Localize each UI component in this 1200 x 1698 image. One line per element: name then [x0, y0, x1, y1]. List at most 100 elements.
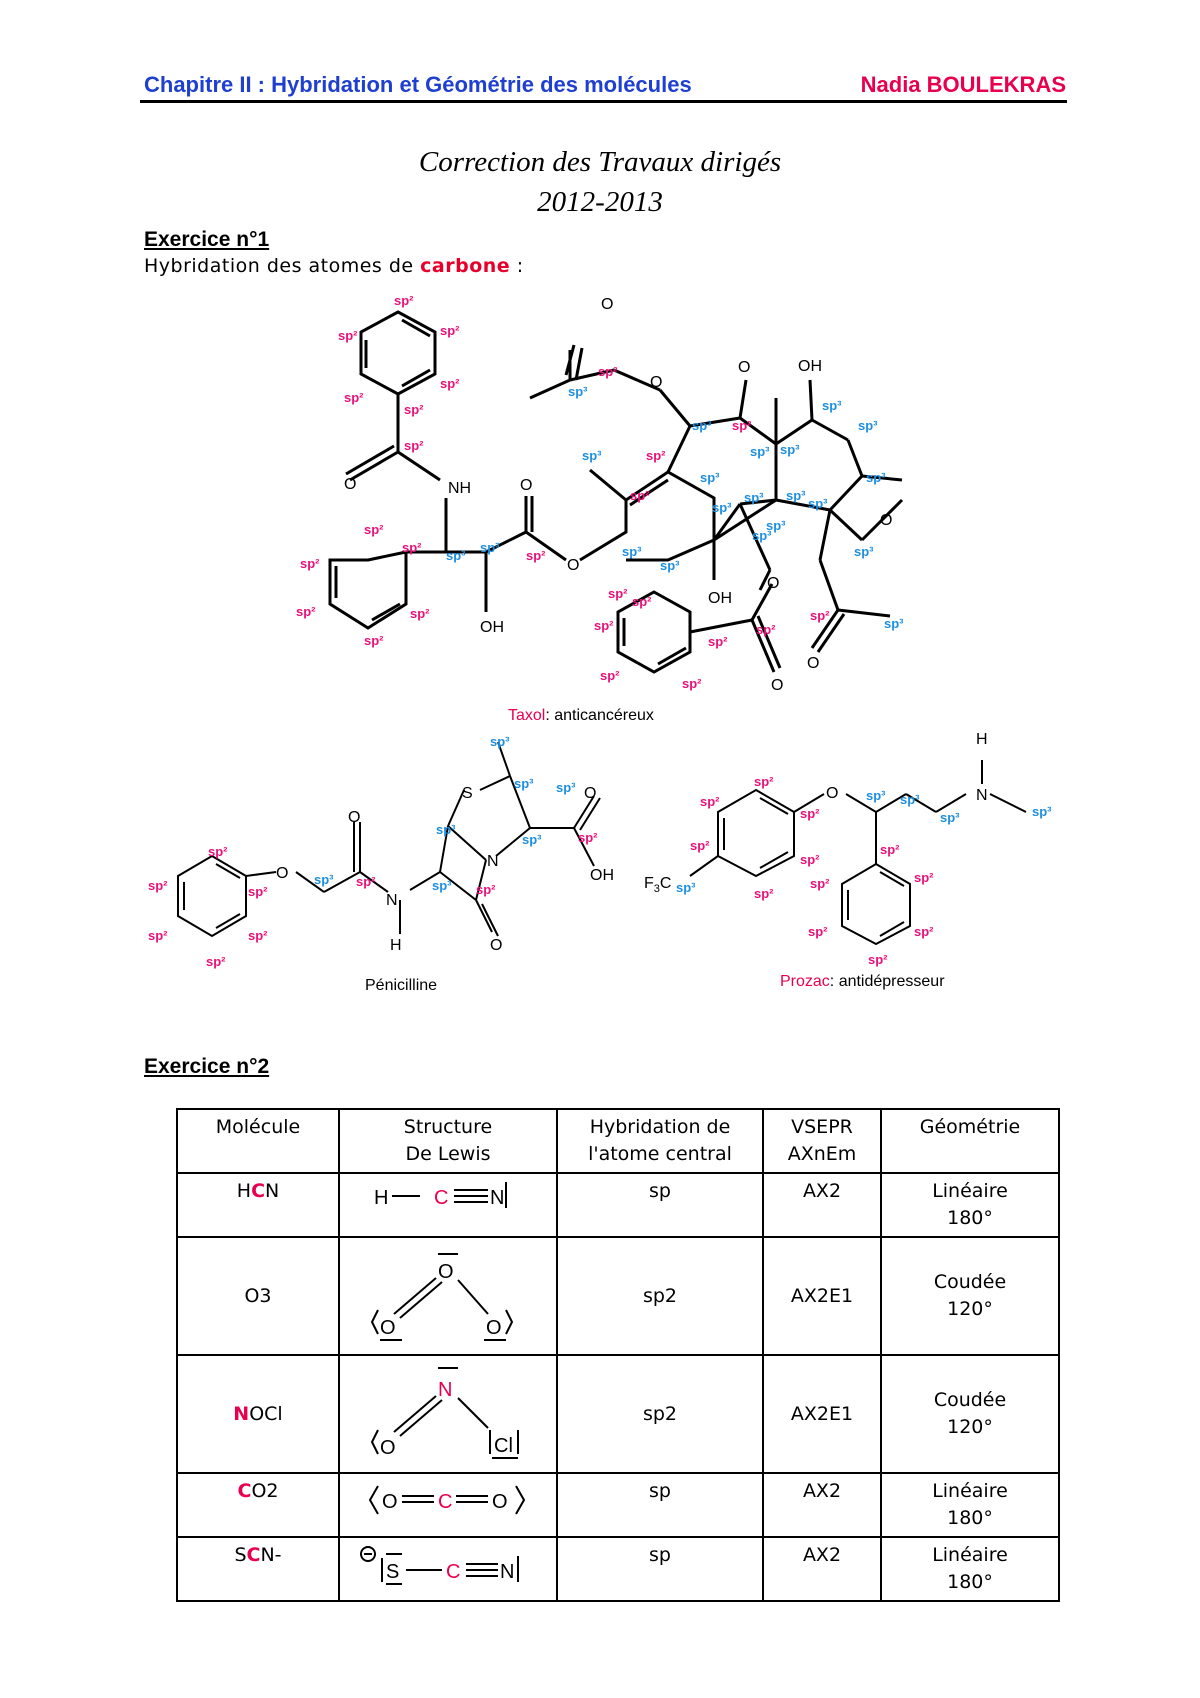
svg-text:sp²: sp²: [526, 548, 546, 563]
svg-text:sp²: sp²: [630, 488, 650, 503]
svg-text:sp³: sp³: [752, 528, 772, 543]
svg-text:sp²: sp²: [338, 328, 358, 343]
svg-text:sp²: sp²: [148, 928, 168, 943]
svg-text:O: O: [380, 1317, 396, 1339]
svg-text:sp²: sp²: [914, 870, 934, 885]
vsepr-cell: AX2E1: [762, 1236, 882, 1356]
svg-text:sp³: sp³: [314, 872, 334, 887]
svg-text:O: O: [601, 296, 613, 313]
svg-text:C: C: [438, 1491, 452, 1513]
molecule-cell: SCN-: [176, 1536, 340, 1602]
taxol-caption: Taxol: anticancéreux: [508, 707, 654, 724]
svg-text:sp²: sp²: [600, 668, 620, 683]
svg-text:O: O: [767, 575, 779, 592]
prozac-atoms: O H N F3C: [644, 731, 988, 895]
header-geometrie: Géométrie: [880, 1108, 1060, 1174]
svg-text:S: S: [386, 1561, 399, 1583]
svg-text:sp³: sp³: [884, 616, 904, 631]
svg-text:sp³: sp³: [446, 548, 466, 563]
svg-text:O: O: [738, 359, 750, 376]
svg-text:OH: OH: [708, 590, 732, 607]
svg-text:sp²: sp²: [248, 884, 268, 899]
svg-text:N: N: [438, 1379, 452, 1401]
svg-text:sp²: sp²: [594, 618, 614, 633]
svg-text:O: O: [344, 476, 356, 493]
penicillin-structure: [177, 741, 601, 938]
svg-text:sp³: sp³: [750, 444, 770, 459]
vsepr-cell: AX2: [762, 1536, 882, 1602]
author-name: Nadia BOULEKRAS: [860, 72, 1066, 97]
svg-text:sp²: sp²: [810, 876, 830, 891]
header-rule: [140, 100, 1067, 103]
svg-text:O: O: [584, 785, 596, 802]
svg-text:sp²: sp²: [208, 844, 228, 859]
molecule-cell: HCN: [176, 1172, 340, 1238]
svg-text:sp²: sp²: [608, 586, 628, 601]
svg-text:sp³: sp³: [1032, 804, 1052, 819]
svg-text:sp³: sp³: [808, 496, 828, 511]
molecule-cell: O3: [176, 1236, 340, 1356]
svg-text:sp³: sp³: [432, 878, 452, 893]
taxol-structure: [328, 310, 904, 674]
exercise2-title: Exercice n°2: [144, 1055, 270, 1078]
svg-text:sp²: sp²: [880, 842, 900, 857]
svg-text:sp²: sp²: [248, 928, 268, 943]
svg-text:sp²: sp²: [868, 952, 888, 967]
svg-text:sp²: sp²: [690, 838, 710, 853]
svg-text:sp³: sp³: [858, 418, 878, 433]
svg-text:sp³: sp³: [900, 792, 920, 807]
prozac-caption: Prozac: antidépresseur: [780, 973, 945, 990]
molecules-figure: O O O OH O O NH O OH O OH O O O sp² sp² …: [148, 293, 1052, 994]
svg-text:sp³: sp³: [692, 418, 712, 433]
svg-text:sp²: sp²: [394, 293, 414, 308]
svg-text:OH: OH: [480, 619, 504, 636]
svg-text:N: N: [976, 787, 988, 804]
doc-year: 2012-2013: [537, 186, 663, 218]
doc-title: Correction des Travaux dirigés: [418, 146, 782, 178]
svg-text:sp³: sp³: [700, 470, 720, 485]
svg-text:sp³: sp³: [480, 540, 500, 555]
svg-text:sp³: sp³: [866, 470, 886, 485]
svg-text:O: O: [807, 655, 819, 672]
hyb-cell: sp2: [556, 1236, 764, 1356]
svg-text:Cl: Cl: [494, 1435, 513, 1457]
svg-text:sp³: sp³: [582, 448, 602, 463]
svg-text:sp²: sp²: [682, 676, 702, 691]
header-molecule: Molécule: [176, 1108, 340, 1174]
svg-text:sp²: sp²: [476, 882, 496, 897]
hyb-cell: sp: [556, 1536, 764, 1602]
svg-text:sp²: sp²: [800, 852, 820, 867]
svg-text:sp²: sp²: [800, 806, 820, 821]
svg-text:O: O: [382, 1491, 398, 1513]
svg-text:O: O: [492, 1491, 508, 1513]
svg-text:O: O: [650, 374, 662, 391]
svg-text:N: N: [500, 1561, 514, 1583]
svg-text:sp³: sp³: [712, 500, 732, 515]
svg-text:O: O: [880, 512, 892, 529]
svg-text:sp²: sp²: [754, 774, 774, 789]
penicillin-atoms: O O N H S N O O OH: [276, 785, 614, 954]
svg-text:sp²: sp²: [364, 522, 384, 537]
lewis-scn: S C N: [338, 1536, 558, 1602]
svg-text:sp²: sp²: [646, 448, 666, 463]
molecule-cell: CO2: [176, 1472, 340, 1538]
vsepr-cell: AX2: [762, 1172, 882, 1238]
svg-text:sp³: sp³: [676, 880, 696, 895]
svg-text:sp³: sp³: [436, 822, 456, 837]
svg-text:O: O: [276, 865, 288, 882]
chapter-title: Chapitre II : Hybridation et Géométrie d…: [144, 72, 692, 97]
penicillin-labels: sp² sp² sp² sp² sp² sp² sp³ sp² sp³ sp³ …: [148, 734, 598, 969]
svg-text:sp²: sp²: [578, 830, 598, 845]
svg-text:OH: OH: [798, 358, 822, 375]
svg-text:O: O: [520, 477, 532, 494]
svg-text:C: C: [446, 1561, 460, 1583]
svg-text:sp²: sp²: [364, 633, 384, 648]
svg-text:sp²: sp²: [402, 540, 422, 555]
